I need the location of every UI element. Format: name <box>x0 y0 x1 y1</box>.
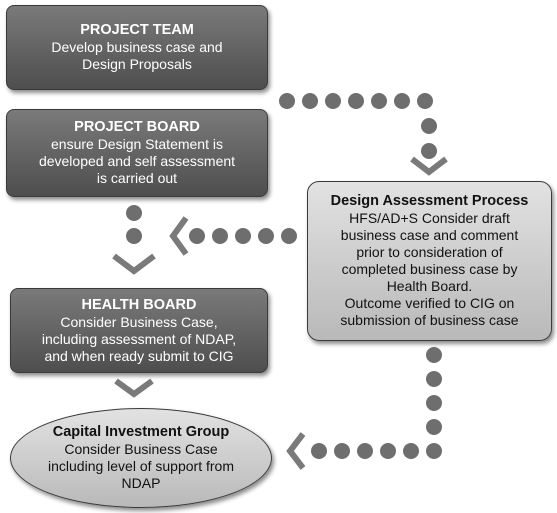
connector-dot <box>126 228 142 244</box>
connector-dot <box>235 228 251 244</box>
connector-dot <box>281 228 297 244</box>
project-board-box: PROJECT BOARD ensure Design Statement is… <box>6 109 268 197</box>
chevron-left-icon <box>286 432 306 470</box>
project-board-line: is carried out <box>96 170 178 186</box>
connector-dot <box>334 443 350 459</box>
connector-dot <box>421 118 437 134</box>
project-board-line: developed and self assessment <box>38 153 236 169</box>
connector-dot <box>380 443 396 459</box>
health-board-title: HEALTH BOARD <box>81 296 197 313</box>
project-team-line: Design Proposals <box>82 56 192 72</box>
project-team-title: PROJECT TEAM <box>80 22 194 38</box>
connector-dot <box>302 93 318 109</box>
connector-dot <box>357 443 373 459</box>
chevron-down-icon <box>112 253 156 275</box>
health-board-box: HEALTH BOARD Consider Business Case, inc… <box>10 288 268 373</box>
design-assessment-line: Health Board. <box>386 278 473 294</box>
connector-dot <box>348 93 364 109</box>
design-assessment-title: Design Assessment Process <box>330 193 529 209</box>
connector-dot <box>311 443 327 459</box>
design-assessment-line: HFS/AD+S Consider draft <box>349 210 510 226</box>
connector-dot <box>371 93 387 109</box>
health-board-line: including assessment of NDAP, <box>41 330 237 347</box>
design-assessment-line: Outcome verified to CIG on <box>344 295 515 311</box>
connector-dot <box>258 228 274 244</box>
cig-title: Capital Investment Group <box>52 424 230 440</box>
project-board-title: PROJECT BOARD <box>74 119 200 135</box>
connector-dot <box>189 228 205 244</box>
connector-dot <box>279 93 295 109</box>
cig-line: NDAP <box>121 475 161 491</box>
design-assessment-line: business case and comment <box>340 227 519 243</box>
connector-dot <box>325 93 341 109</box>
connector-dot <box>212 228 228 244</box>
cig-line: including level of support from <box>48 458 234 474</box>
chevron-down-icon <box>114 378 154 398</box>
chevron-down-icon <box>410 156 448 176</box>
project-team-box: PROJECT TEAM Develop business case and D… <box>6 5 268 90</box>
design-assessment-line: prior to consideration of <box>356 244 503 260</box>
health-board-line: Consider Business Case, <box>60 313 218 330</box>
connector-dot <box>421 143 437 159</box>
project-team-line: Develop business case and <box>51 39 223 55</box>
design-assessment-line: submission of business case <box>340 312 519 328</box>
cig-line: Consider Business Case <box>64 441 218 457</box>
connector-dot <box>403 443 419 459</box>
connector-dot <box>417 93 433 109</box>
connector-dot <box>394 93 410 109</box>
connector-dot <box>426 395 442 411</box>
connector-dot <box>426 347 442 363</box>
connector-dot <box>426 443 442 459</box>
design-assessment-box: Design Assessment Process HFS/AD+S Consi… <box>307 181 552 341</box>
project-board-line: ensure Design Statement is <box>51 136 223 152</box>
chevron-left-icon <box>169 216 189 256</box>
connector-dot <box>126 205 142 221</box>
connector-dot <box>426 419 442 435</box>
connector-dot <box>426 371 442 387</box>
health-board-line: and when ready submit to CIG <box>44 347 234 364</box>
design-assessment-line: completed business case by <box>341 261 518 277</box>
capital-investment-group-oval: Capital Investment Group Consider Busine… <box>10 408 272 508</box>
